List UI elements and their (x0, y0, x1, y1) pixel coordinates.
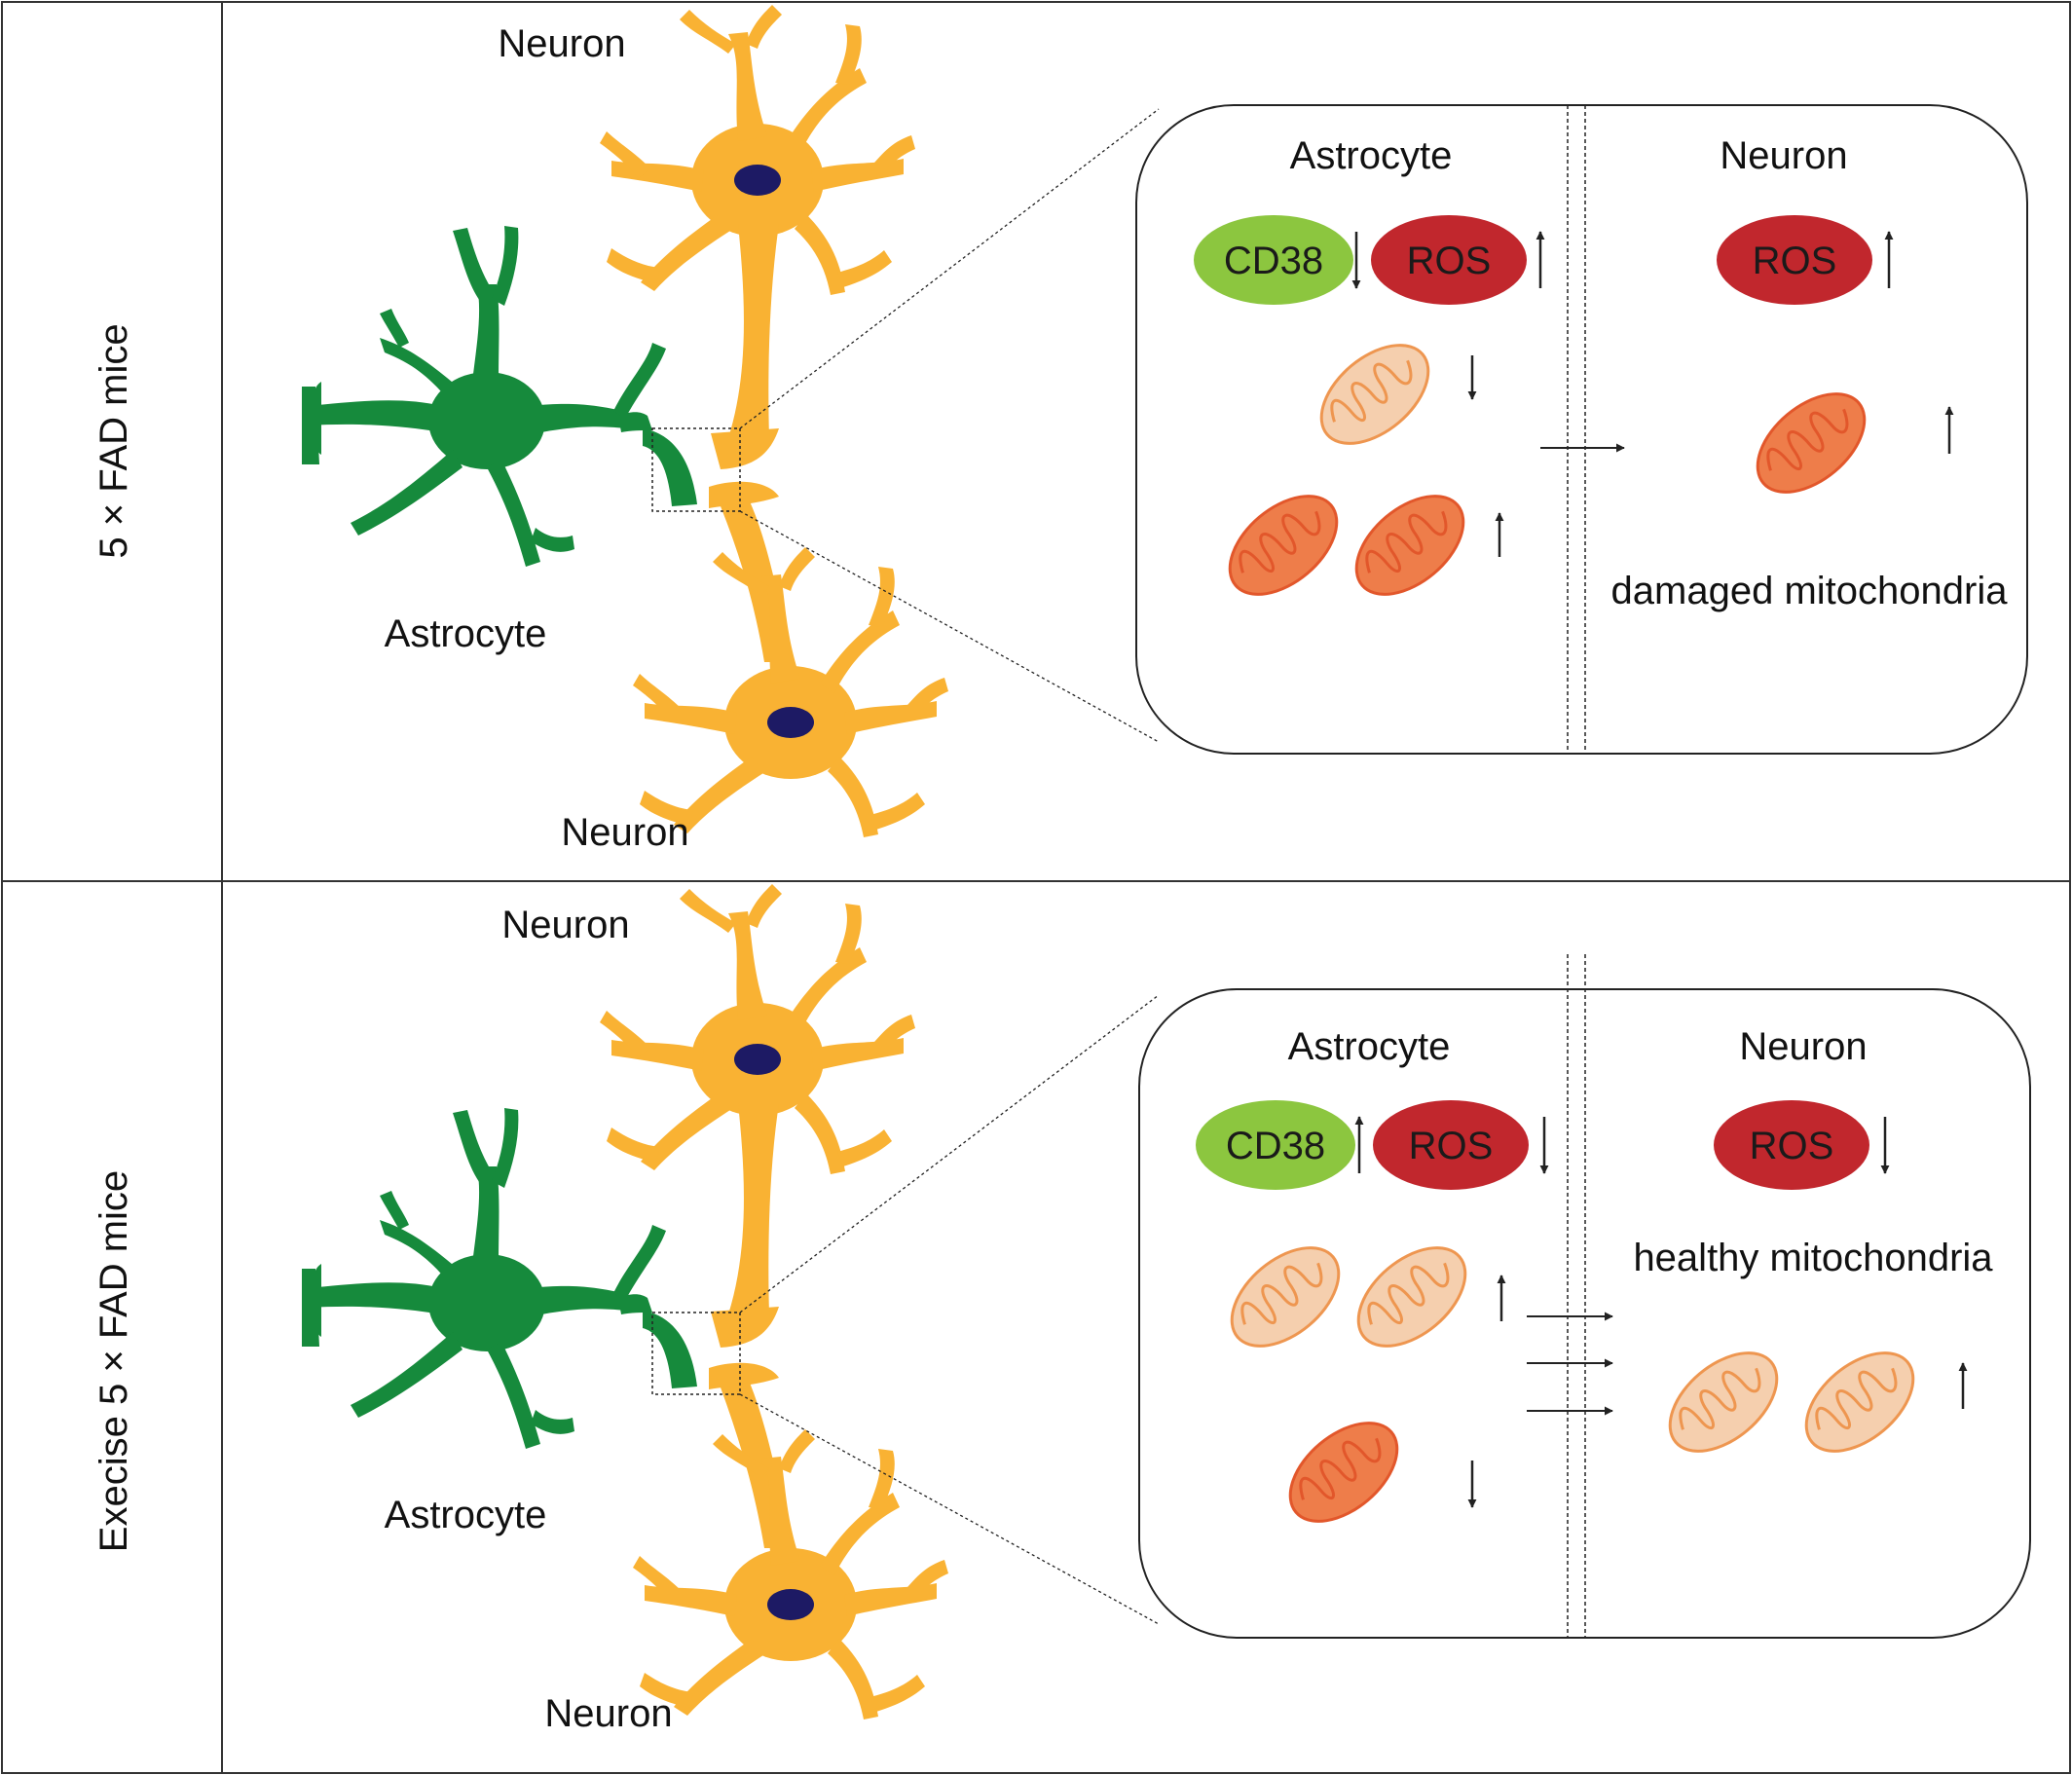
inset-astrocyte-title: Astrocyte (1288, 1025, 1451, 1068)
mito-caption: damaged mitochondria (1611, 570, 2009, 612)
synapse-terminal-top (711, 428, 779, 469)
astrocyte-cell (302, 226, 666, 567)
inset-panel: Astrocyte Neuron CD38 ROS ROS healthy mi… (1138, 954, 2031, 1639)
row-1: 5 × FAD mice Neuron Astrocyte Neuron Ast… (92, 5, 2028, 854)
row-1-label: 5 × FAD mice (92, 323, 135, 558)
inset-astrocyte-title: Astrocyte (1290, 134, 1453, 177)
synapse-terminal-bottom (709, 1362, 779, 1389)
ros-astro-text: ROS (1409, 1125, 1494, 1167)
row-2-label: Execise 5 × FAD mice (92, 1170, 135, 1552)
ros-neuron-text: ROS (1753, 240, 1837, 282)
ros-neuron-pill (1717, 215, 1872, 305)
synapse-terminal-bottom (709, 481, 779, 508)
cd38-pill (1196, 1100, 1355, 1190)
cd38-pill (1194, 215, 1353, 305)
inset-neuron-title: Neuron (1739, 1025, 1867, 1068)
ros-astro-pill (1371, 215, 1527, 305)
synapse-terminal-top (711, 1307, 779, 1348)
astrocyte-endfoot (643, 428, 697, 506)
zoom-line-bottom (739, 510, 1160, 743)
zoom-line-bottom (739, 1393, 1160, 1625)
ros-neuron-text: ROS (1750, 1125, 1834, 1167)
cd38-text: CD38 (1226, 1125, 1325, 1167)
zoom-line-top (739, 108, 1160, 429)
zoom-region-box (651, 1312, 741, 1395)
astrocyte-endfoot (643, 1311, 697, 1388)
mito-caption: healthy mitochondria (1633, 1237, 1993, 1279)
neuron-bottom-label: Neuron (561, 811, 688, 854)
inset-neuron-title: Neuron (1720, 134, 1847, 177)
row-2: Execise 5 × FAD mice Neuron Astrocyte Ne… (92, 884, 2031, 1735)
astrocyte-label: Astrocyte (385, 1494, 547, 1536)
neuron-top-label: Neuron (501, 904, 629, 946)
astrocyte-cell (302, 1108, 666, 1449)
astrocyte-label: Astrocyte (385, 612, 547, 655)
inset-border (1135, 104, 2028, 755)
neuron-bottom-label: Neuron (544, 1692, 672, 1735)
zoom-region-box (651, 427, 741, 512)
neuron-top-axon (728, 1103, 779, 1314)
cd38-text: CD38 (1224, 240, 1323, 282)
neuron-bottom-cell (633, 547, 948, 837)
neuron-bottom-cell (633, 1429, 948, 1720)
neuron-top-axon (728, 224, 779, 438)
ros-astro-text: ROS (1407, 240, 1492, 282)
ros-neuron-pill (1714, 1100, 1869, 1190)
inset-panel: Astrocyte Neuron CD38 ROS ROS damaged mi… (1135, 104, 2028, 755)
neuron-top-label: Neuron (498, 22, 625, 65)
ros-astro-pill (1373, 1100, 1529, 1190)
